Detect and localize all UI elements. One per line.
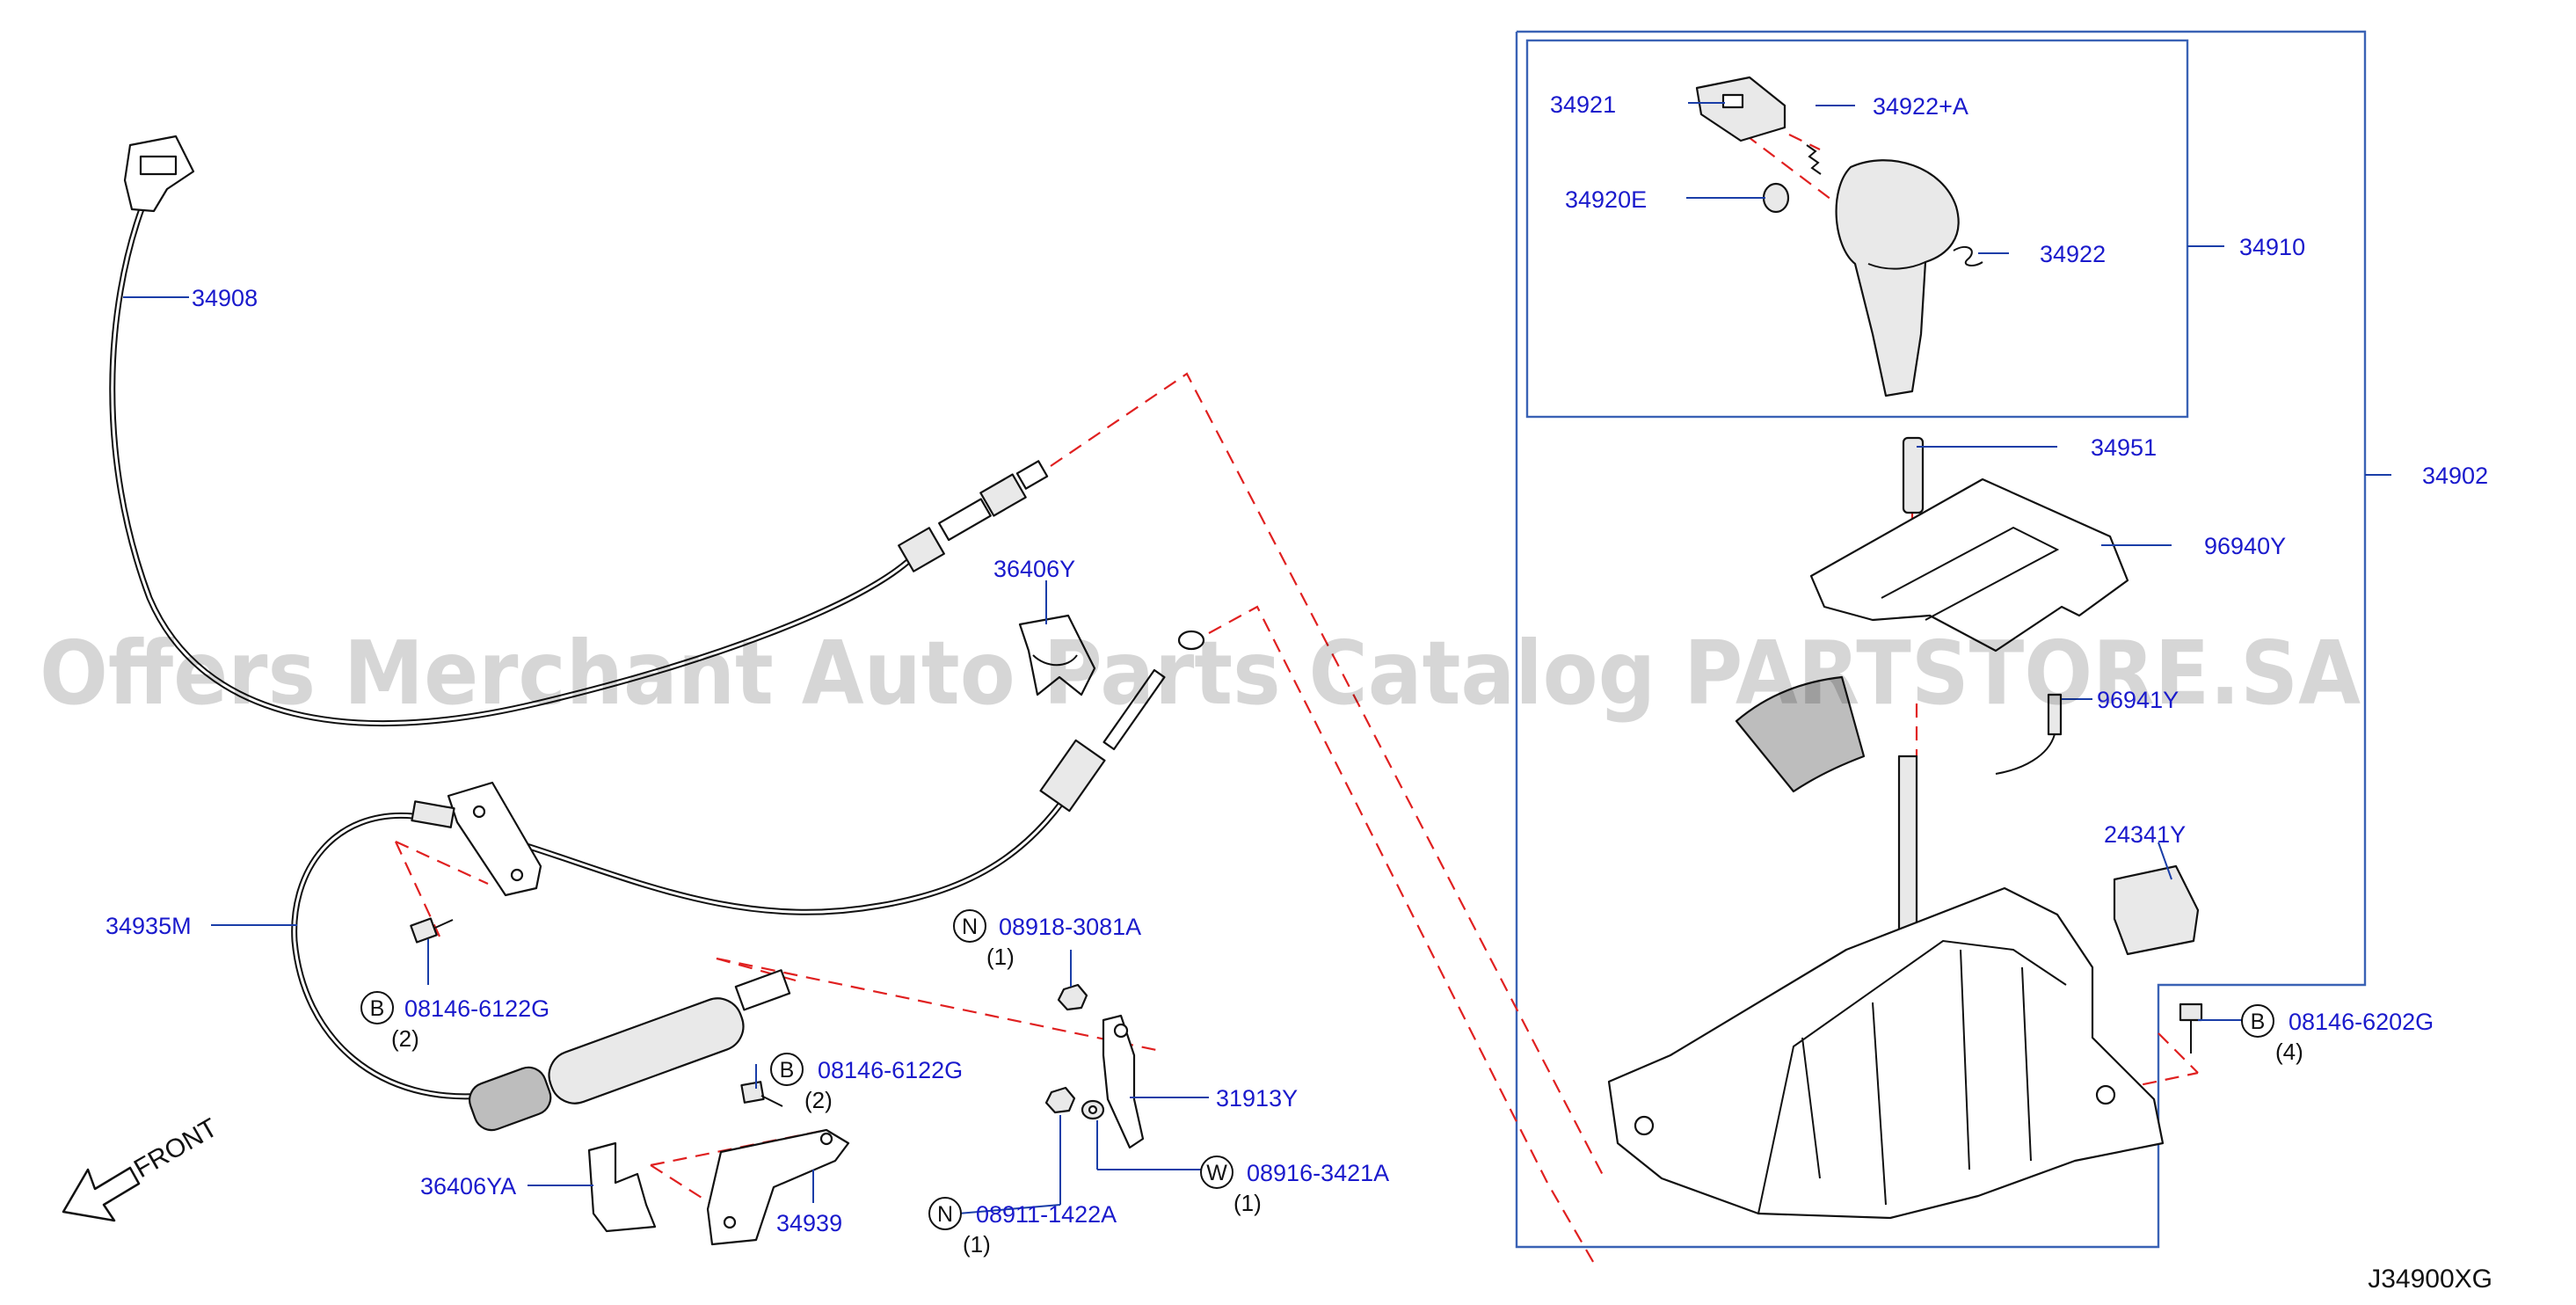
- label-34920E[interactable]: 34920E: [1565, 186, 1647, 213]
- fastener-washer-w: [1081, 1099, 1105, 1120]
- fastener-bolt-b-mid: [740, 1081, 783, 1107]
- fastener-bolt-b-left: [410, 917, 454, 944]
- callout-letter: N: [962, 915, 978, 939]
- label-24341Y[interactable]: 24341Y: [2104, 821, 2186, 848]
- knob-button-34921: [1695, 76, 1786, 142]
- callout-qty: (1): [986, 944, 1015, 970]
- assembly-frame-34902: [1515, 30, 2367, 1249]
- indicator-96940Y: [1735, 478, 2129, 793]
- front-label: FRONT: [129, 1113, 222, 1184]
- label-34939[interactable]: 34939: [776, 1210, 842, 1236]
- callout-qty: (1): [963, 1231, 991, 1258]
- callout-n-bottom[interactable]: N 08911-1422A (1): [928, 1197, 1117, 1258]
- leader-lines: [123, 102, 2391, 1214]
- sensor-96941Y: [1995, 693, 2063, 775]
- callout-qty: (2): [391, 1025, 419, 1052]
- knob-subframe-34910: [1525, 39, 2189, 419]
- callout-letter: B: [780, 1058, 795, 1083]
- front-direction-indicator: FRONT: [62, 1113, 222, 1222]
- callout-letter: B: [370, 996, 385, 1021]
- fastener-nut-n-top: [1057, 983, 1088, 1011]
- callout-b-left[interactable]: B 08146-6122G (2): [360, 991, 549, 1052]
- callout-number: 08916-3421A: [1247, 1160, 1389, 1186]
- pin-34951: [1902, 436, 1925, 514]
- shift-cable-34908: [109, 135, 1049, 727]
- label-34902[interactable]: 34902: [2422, 463, 2488, 489]
- diagram-reference-code: J34900XG: [2368, 1265, 2492, 1294]
- callout-number: 08918-3081A: [999, 914, 1141, 940]
- label-34922[interactable]: 34922: [2040, 241, 2106, 267]
- callout-n-top[interactable]: N 08918-3081A (1): [953, 909, 1141, 970]
- clip-34922: [1953, 245, 1983, 266]
- bracket-36406YA: [587, 1141, 657, 1233]
- bracket-34939: [706, 1128, 850, 1246]
- callout-b-mid[interactable]: B 08146-6122G (2): [770, 1053, 963, 1113]
- front-arrow-icon: [62, 1166, 141, 1222]
- label-36406Y[interactable]: 36406Y: [993, 556, 1075, 582]
- callout-number: 08146-6202G: [2289, 1009, 2434, 1035]
- relay-24341Y: [2113, 864, 2200, 956]
- callout-letter: W: [1206, 1161, 1227, 1185]
- label-34951[interactable]: 34951: [2091, 434, 2157, 461]
- label-34935M[interactable]: 34935M: [106, 913, 192, 939]
- fastener-nut-n-bottom: [1044, 1086, 1076, 1114]
- assembly-guide-lines: [395, 134, 2199, 1267]
- label-96941Y[interactable]: 96941Y: [2097, 687, 2179, 713]
- shift-knob-34910: [1835, 159, 1960, 397]
- callout-number: 08146-6122G: [404, 995, 549, 1022]
- watermark-text: Offers Merchant Auto Parts Catalog PARTS…: [40, 622, 2361, 725]
- label-34908[interactable]: 34908: [192, 285, 258, 311]
- lever-31913Y: [1102, 1014, 1145, 1149]
- callout-letter: B: [2251, 1010, 2266, 1034]
- fastener-bolt-b-right: [2179, 1002, 2203, 1053]
- label-34922A[interactable]: 34922+A: [1873, 93, 1968, 120]
- label-31913Y[interactable]: 31913Y: [1216, 1085, 1298, 1112]
- label-34921[interactable]: 34921: [1550, 91, 1616, 118]
- callout-b-right[interactable]: B 08146-6202G (4): [2241, 1004, 2434, 1065]
- callout-number: 08911-1422A: [976, 1201, 1117, 1228]
- label-96940Y[interactable]: 96940Y: [2204, 533, 2286, 559]
- callout-qty: (1): [1233, 1190, 1262, 1216]
- callout-number: 08146-6122G: [818, 1057, 963, 1083]
- bracket-36406Y: [1018, 614, 1096, 696]
- label-34910[interactable]: 34910: [2239, 234, 2305, 260]
- callout-w-washer[interactable]: W 08916-3421A (1): [1200, 1156, 1389, 1216]
- callout-letter: N: [937, 1202, 953, 1227]
- shifter-base-34902: [1607, 755, 2165, 1220]
- spring-34922A: [1806, 144, 1822, 175]
- callout-qty: (2): [804, 1087, 833, 1113]
- spacer-34920E: [1762, 182, 1790, 214]
- label-36406YA[interactable]: 36406YA: [420, 1173, 516, 1199]
- callout-qty: (4): [2275, 1039, 2303, 1065]
- control-cable-34935M: [291, 630, 1205, 1132]
